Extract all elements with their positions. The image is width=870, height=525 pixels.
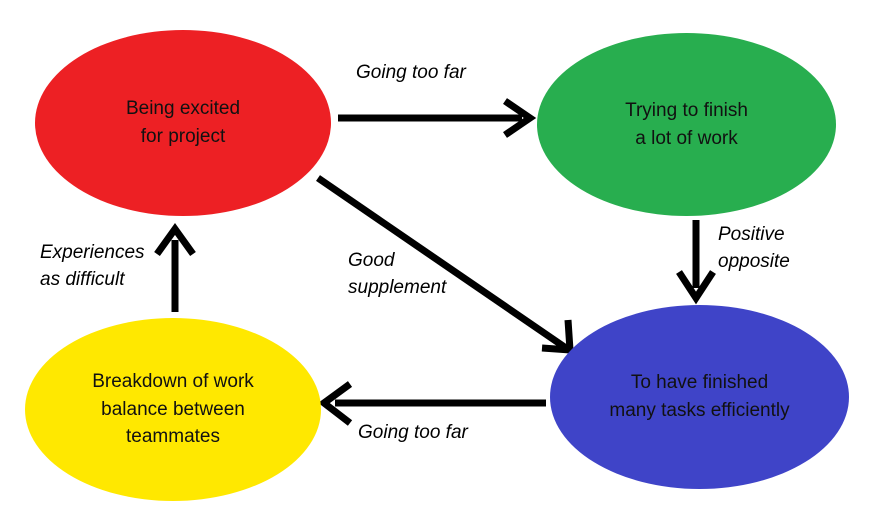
node-label: Breakdown of work balance between teamma… <box>92 371 254 448</box>
arrow-red-to-green <box>338 98 537 138</box>
edge-label-blue-to-yellow: Going too far <box>358 422 468 443</box>
arrow-green-to-blue <box>676 220 716 305</box>
edge-label-green-to-blue: Positive opposite <box>718 224 790 272</box>
node-breakdown-of-work-balance[interactable]: Breakdown of work balance between teamma… <box>25 318 321 501</box>
node-to-have-finished-many-tasks[interactable]: To have finished many tasks efficiently <box>550 305 849 489</box>
node-label: To have finished many tasks efficiently <box>609 372 790 421</box>
edge-label-red-to-green: Going too far <box>356 62 466 83</box>
arrow-yellow-to-red <box>154 223 196 312</box>
edge-label-yellow-to-red: Experiences as difficult <box>40 242 145 290</box>
node-trying-to-finish-a-lot-of-work[interactable]: Trying to finish a lot of work <box>537 33 836 216</box>
edge-label-red-to-blue: Good supplement <box>348 250 447 298</box>
node-label: Trying to finish a lot of work <box>625 99 748 149</box>
arrow-blue-to-yellow <box>318 381 546 426</box>
node-being-excited-for-project[interactable]: Being excited for project <box>35 30 331 216</box>
node-label: Being excited for project <box>125 98 241 147</box>
